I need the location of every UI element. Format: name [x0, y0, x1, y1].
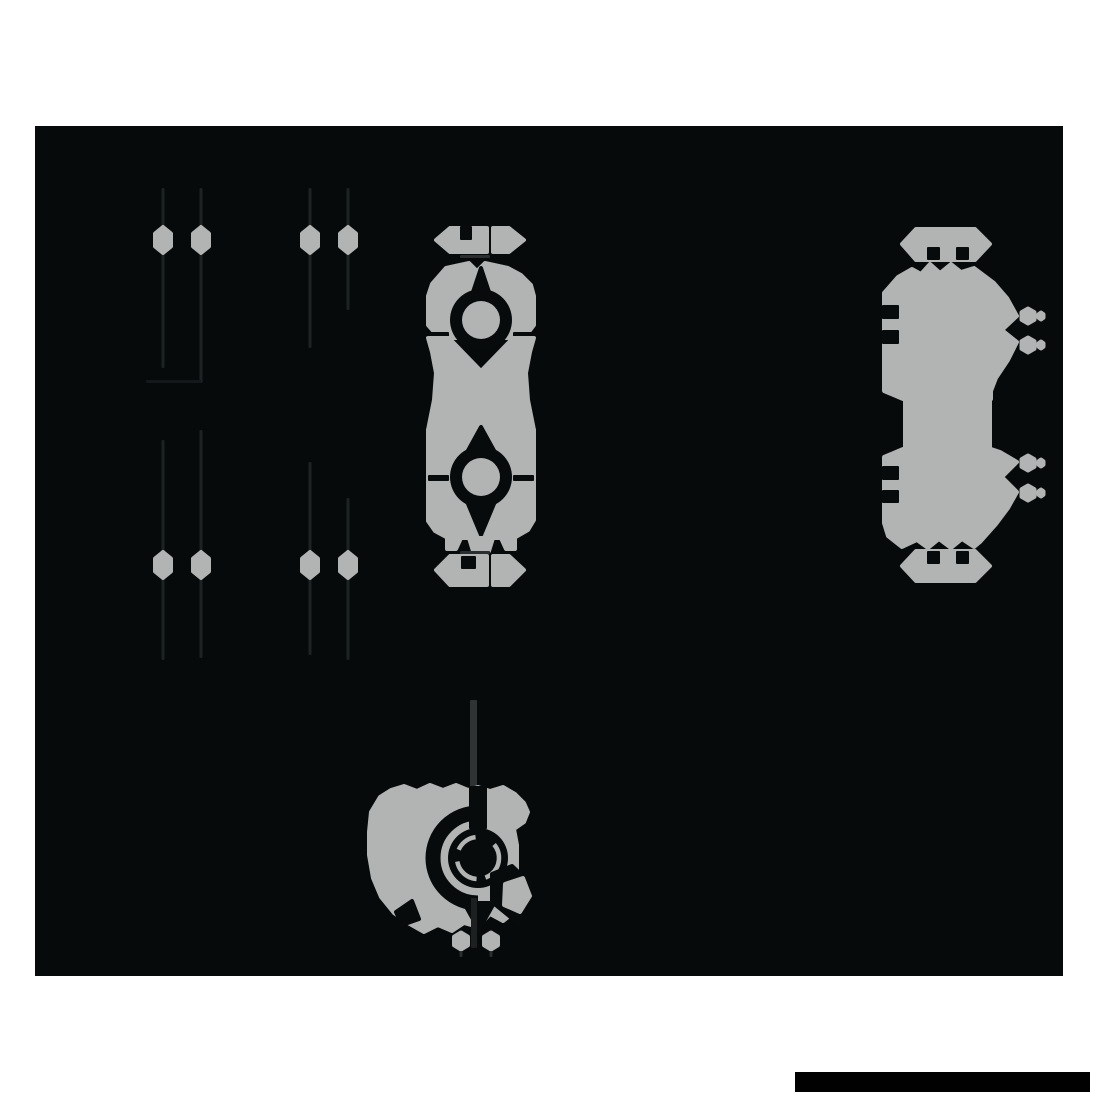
side-cap-bottom-notch: [956, 551, 969, 564]
front-stub: [467, 536, 495, 553]
faint-dimension-line: [146, 380, 201, 383]
front-cap-bottom-right: [491, 554, 526, 587]
side-cap-top: [900, 227, 992, 262]
side-pin-tip: [1036, 457, 1046, 469]
side-body-upper: [882, 262, 1019, 401]
side-cap-bottom: [900, 549, 992, 583]
stud-nut: [153, 550, 173, 580]
side-pin-tip: [1036, 310, 1046, 322]
engineering-drawing: [146, 188, 1046, 957]
footer-bar: [795, 1072, 1090, 1092]
stud-line: [161, 188, 165, 368]
front-port-upper-bore: [462, 301, 500, 339]
side-body-lower: [882, 447, 1019, 550]
drawing-canvas: [35, 126, 1063, 976]
bottom-pin-tick: [459, 951, 463, 957]
bottom-pin: [482, 930, 500, 952]
side-cap-bottom-notch: [927, 551, 940, 564]
bottom-shaft-lower: [471, 898, 477, 948]
side-cap-top-notch: [956, 247, 969, 260]
side-cap-top-notch: [927, 247, 940, 260]
side-pin: [1019, 306, 1037, 326]
front-port-lower-spire-bottom: [464, 497, 498, 537]
front-cap-top-line: [460, 255, 490, 258]
stud-nut: [191, 225, 211, 255]
front-waist: [426, 336, 536, 432]
side-pin: [1019, 335, 1037, 355]
side-pin: [1019, 453, 1037, 473]
stud-nut: [153, 225, 173, 255]
stud-nut: [300, 225, 320, 255]
front-stub: [445, 536, 463, 551]
side-pin-tip: [1036, 339, 1046, 351]
side-body-middle: [903, 397, 992, 451]
bottom-pin: [452, 930, 470, 952]
stud-line: [199, 188, 203, 383]
bottom-outer-arc: [502, 876, 532, 914]
side-flange-notch: [882, 330, 899, 344]
front-seam: [428, 475, 449, 481]
stud-nut: [338, 550, 358, 580]
front-cap-top-notch: [460, 226, 472, 240]
stud-nut: [191, 550, 211, 580]
front-cap-bottom-line: [460, 551, 490, 554]
bottom-shaft-upper: [470, 700, 477, 789]
stud-line: [308, 188, 312, 348]
stud-nut: [338, 225, 358, 255]
front-seam: [513, 475, 534, 481]
side-flange-notch: [882, 466, 899, 480]
stud-line: [199, 430, 203, 658]
stud-nut: [300, 550, 320, 580]
front-stub: [499, 536, 517, 551]
front-port-lower-bore: [462, 458, 500, 496]
side-pin-tip: [1036, 487, 1046, 499]
front-cap-top-right: [491, 226, 526, 254]
bottom-dimple: [394, 899, 421, 927]
bottom-pin-tick: [489, 951, 493, 957]
side-flange-notch: [882, 305, 899, 319]
side-flange-notch: [882, 490, 899, 503]
side-pin: [1019, 483, 1037, 503]
front-cap-bottom-notch: [461, 556, 476, 569]
